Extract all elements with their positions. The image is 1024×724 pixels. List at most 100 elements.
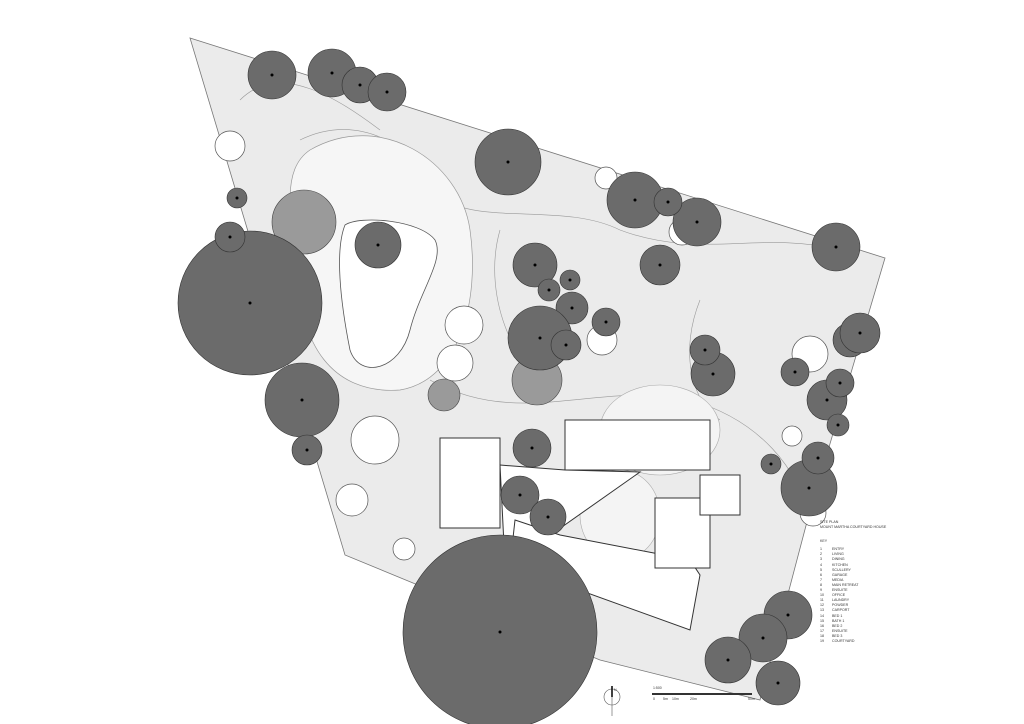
- legend-key-item: 11 LAUNDRY: [820, 598, 886, 603]
- north-arrow: [603, 686, 621, 716]
- legend-key-item: 4 KITCHEN: [820, 563, 886, 568]
- tree-trunk: [270, 73, 274, 77]
- key-label: LIVING: [832, 552, 844, 557]
- key-number: 4: [820, 562, 822, 567]
- tree-trunk: [506, 160, 510, 164]
- key-number: 16: [820, 623, 824, 628]
- tree-existing-light: [350, 415, 400, 465]
- tree-trunk: [834, 245, 838, 249]
- trees: [177, 48, 881, 724]
- key-label: CARPORT: [832, 608, 850, 613]
- tree-trunk: [518, 493, 522, 497]
- tree-trunk: [248, 301, 252, 305]
- key-label: BED 3: [832, 633, 843, 638]
- key-label: DINING: [832, 557, 845, 562]
- tree-trunk: [703, 348, 707, 352]
- key-number: 8: [820, 582, 822, 587]
- scale-bar: [652, 693, 752, 695]
- tree-trunk: [235, 196, 239, 200]
- tree-trunk: [793, 370, 797, 374]
- tree-trunk: [385, 90, 389, 94]
- key-label: COURTYARD: [832, 638, 855, 643]
- tree-existing-light: [392, 537, 416, 561]
- key-number: 15: [820, 618, 824, 623]
- tree-trunk: [376, 243, 380, 247]
- tree-trunk: [568, 278, 572, 282]
- tree-trunk: [858, 331, 862, 335]
- key-number: 5: [820, 567, 822, 572]
- tree-trunk: [836, 423, 840, 427]
- north-label: N: [614, 688, 617, 692]
- scale-tick-2: 10m: [672, 697, 679, 701]
- tree-trunk: [604, 320, 608, 324]
- key-label: POWDER: [832, 603, 849, 608]
- legend-key-item: 19 COURTYARD: [820, 639, 886, 644]
- legend-key-item: 13 CARPORT: [820, 608, 886, 613]
- tree-trunk: [776, 681, 780, 685]
- tree-trunk: [330, 71, 334, 75]
- legend-title: SITE PLAN: [820, 520, 839, 524]
- key-label: KITCHEN: [832, 562, 848, 567]
- key-label: ENTRY: [832, 547, 845, 552]
- tree-existing-light: [594, 166, 618, 190]
- tree-trunk: [786, 613, 790, 617]
- tree-canopy-medium: [271, 189, 337, 255]
- tree-canopy: [402, 534, 598, 724]
- legend-key-item: 2 LIVING: [820, 552, 886, 557]
- tree-trunk: [358, 83, 362, 87]
- key-number: 11: [820, 598, 824, 603]
- tree-trunk: [658, 263, 662, 267]
- key-number: 6: [820, 572, 822, 577]
- legend-key-item: 10 OFFICE: [820, 593, 886, 598]
- key-label: GARAGE: [832, 572, 848, 577]
- tree-trunk: [498, 630, 502, 634]
- legend: SITE PLAN MOUNT MARTHA COURTYARD HOUSE K…: [820, 520, 886, 644]
- key-number: 3: [820, 557, 822, 562]
- tree-trunk: [711, 372, 715, 376]
- key-label: OFFICE: [832, 593, 846, 598]
- tree-trunk: [547, 288, 551, 292]
- key-number: 2: [820, 552, 822, 557]
- legend-key-label: KEY: [820, 539, 828, 544]
- legend-key-item: 16 BED 2: [820, 624, 886, 629]
- tree-trunk: [825, 398, 829, 402]
- key-label: BED 1: [832, 613, 843, 618]
- tree-trunk: [769, 462, 773, 466]
- tree-trunk: [666, 200, 670, 204]
- tree-existing-light: [214, 130, 246, 162]
- tree-trunk: [546, 515, 550, 519]
- tree-trunk: [807, 486, 811, 490]
- tree-trunk: [305, 448, 309, 452]
- key-number: 10: [820, 593, 824, 598]
- key-label: MAIN RETREAT: [832, 582, 859, 587]
- tree-trunk: [570, 306, 574, 310]
- tree-trunk: [838, 381, 842, 385]
- tree-existing-light: [335, 483, 369, 517]
- tree-trunk: [816, 456, 820, 460]
- key-label: BED 2: [832, 623, 843, 628]
- tree-trunk: [300, 398, 304, 402]
- scale-tick-3: 20m: [690, 697, 697, 701]
- key-label: MEDIA: [832, 577, 844, 582]
- tree-trunk: [761, 636, 765, 640]
- key-label: LAUNDRY: [832, 598, 850, 603]
- scale-ratio: 1:500: [653, 686, 662, 690]
- tree-trunk: [228, 235, 232, 239]
- key-number: 19: [820, 638, 824, 643]
- legend-key-item: 5 SCULLERY: [820, 568, 886, 573]
- legend-key-item: 8 MAIN RETREAT: [820, 583, 886, 588]
- key-label: ENSUITE: [832, 588, 848, 593]
- key-number: 13: [820, 608, 824, 613]
- tree-trunk: [533, 263, 537, 267]
- scale-tick-0: 0: [653, 697, 655, 701]
- key-label: SCULLERY: [832, 567, 851, 572]
- legend-key-item: 3 DINING: [820, 557, 886, 562]
